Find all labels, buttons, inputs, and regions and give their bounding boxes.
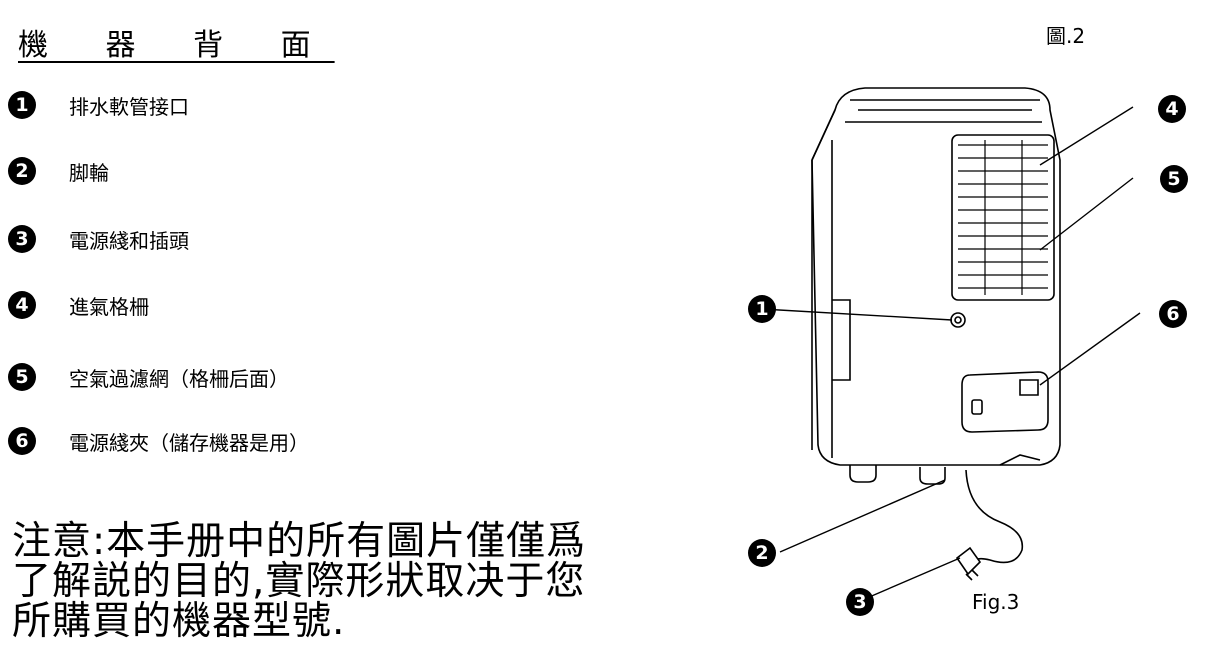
number-badge-2: 2	[8, 157, 36, 185]
note-line-3: 所購買的機器型號.	[12, 599, 346, 644]
callout-5: 5	[1160, 165, 1188, 193]
number-badge-6: 6	[8, 427, 36, 455]
number-badge-3: 3	[8, 225, 36, 253]
legend-item-5: 5 空氣過濾網（格柵后面）	[8, 362, 289, 392]
note-text: 注意:本手册中的所有圖片僅僅爲 了解説的目的,實際形狀取决于您 所購買的機器型號…	[12, 522, 632, 642]
legend-item-4: 4 進氣格柵	[8, 290, 149, 320]
legend-text-power-cord-plug: 電源綫和插頭	[69, 228, 189, 253]
callout-2: 2	[748, 539, 776, 567]
note-line-2: 了解説的目的,實際形狀取决于您	[12, 559, 586, 604]
legend-text-air-intake-grille: 進氣格柵	[69, 294, 149, 319]
note-line-1: 注意:本手册中的所有圖片僅僅爲	[12, 519, 587, 564]
legend-text-air-filter: 空氣過濾網（格柵后面）	[69, 366, 289, 391]
legend-item-6: 6 電源綫夾（儲存機器是用）	[8, 426, 309, 456]
callout-6: 6	[1159, 300, 1187, 328]
legend-item-3: 3 電源綫和插頭	[8, 224, 189, 254]
number-badge-1: 1	[8, 91, 36, 119]
legend-item-2: 2 脚輪	[8, 156, 109, 186]
callout-1: 1	[748, 295, 776, 323]
legend-item-1: 1 排水軟管接口	[8, 90, 189, 120]
figure-label-bottom: Fig.3	[972, 590, 1020, 614]
legend-text-drain-hose-outlet: 排水軟管接口	[69, 94, 189, 119]
number-badge-4: 4	[8, 291, 36, 319]
legend-text-cord-clip: 電源綫夾（儲存機器是用）	[69, 430, 309, 455]
figure-label-top: 圖.2	[1046, 24, 1086, 48]
legend-text-castor: 脚輪	[69, 160, 109, 185]
section-title: 機 器 背 面	[18, 28, 335, 63]
callout-4: 4	[1158, 95, 1186, 123]
callout-3: 3	[846, 588, 874, 616]
number-badge-5: 5	[8, 363, 36, 391]
dehumidifier-back-illustration	[761, 87, 1141, 602]
